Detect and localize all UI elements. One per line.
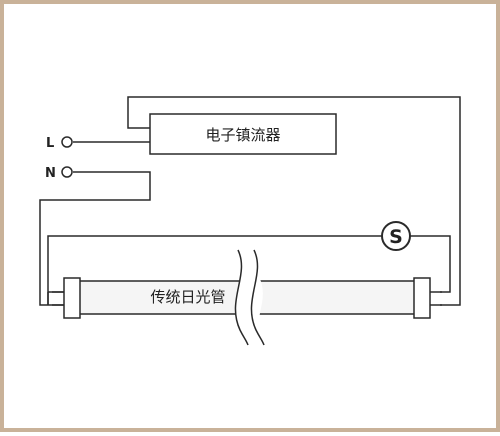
wire-starter-left [47, 235, 382, 305]
wire-starter-right [410, 235, 451, 293]
terminal-n-label: N [45, 166, 56, 181]
tube-end-cap-left [63, 277, 81, 319]
break-line-left [234, 249, 249, 346]
break-line-right [250, 249, 265, 346]
ballast-label: 电子镇流器 [205, 126, 280, 144]
tube-end-cap-right [413, 277, 431, 319]
starter-label: S [389, 226, 403, 248]
wire-n [39, 171, 151, 306]
wire-top-loop [127, 96, 461, 306]
tube-break-mask [235, 250, 263, 342]
starter-symbol [381, 221, 411, 251]
tube-pins [52, 291, 442, 306]
wiring [39, 96, 461, 306]
ballast-box [149, 113, 337, 155]
tube-label: 传统日光管 [150, 288, 225, 306]
terminal-n [61, 166, 73, 178]
terminal-l-label: L [46, 136, 54, 151]
terminal-l [61, 136, 73, 148]
